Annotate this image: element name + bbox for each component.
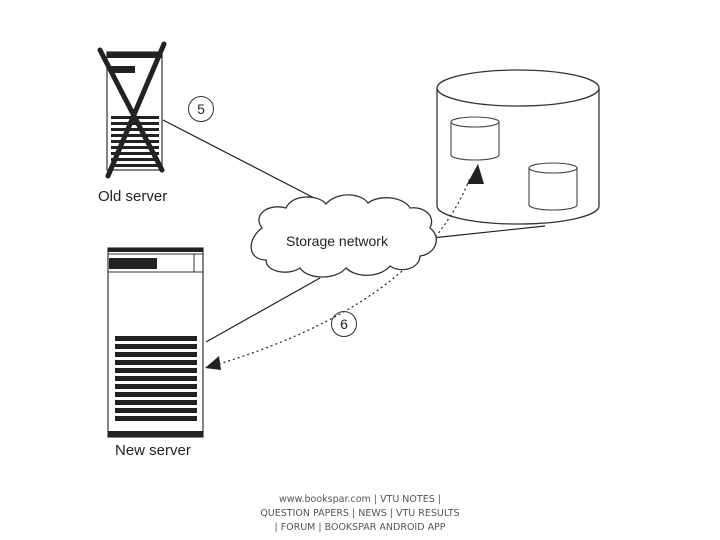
- step-six-marker: 6: [331, 311, 357, 337]
- new-server-link: [205, 277, 321, 343]
- storage-network-cloud: [250, 194, 437, 278]
- footer-line-2: QUESTION PAPERS | NEWS | VTU RESULTS: [260, 508, 460, 519]
- old-server-link: [162, 119, 319, 201]
- array-link: [431, 225, 546, 239]
- footer-line-3: | FORUM | BOOKSPAR ANDROID APP: [274, 522, 446, 533]
- footer-line-1: www.bookspar.com | VTU NOTES |: [279, 494, 441, 505]
- migration-path: [208, 177, 471, 368]
- old-server-label: Old server: [98, 188, 168, 205]
- new-server-label: New server: [115, 442, 191, 459]
- step-five-marker: 5: [188, 96, 214, 122]
- cross-out-mark: [97, 41, 167, 179]
- disk-two: [528, 162, 578, 211]
- arrow-to-disk: [467, 164, 484, 184]
- storage-network-label: Storage network: [286, 233, 388, 249]
- new-server: [107, 247, 204, 438]
- footer-text: www.bookspar.com | VTU NOTES | QUESTION …: [0, 493, 720, 535]
- arrow-to-new-server: [205, 356, 221, 370]
- disk-one: [450, 116, 500, 161]
